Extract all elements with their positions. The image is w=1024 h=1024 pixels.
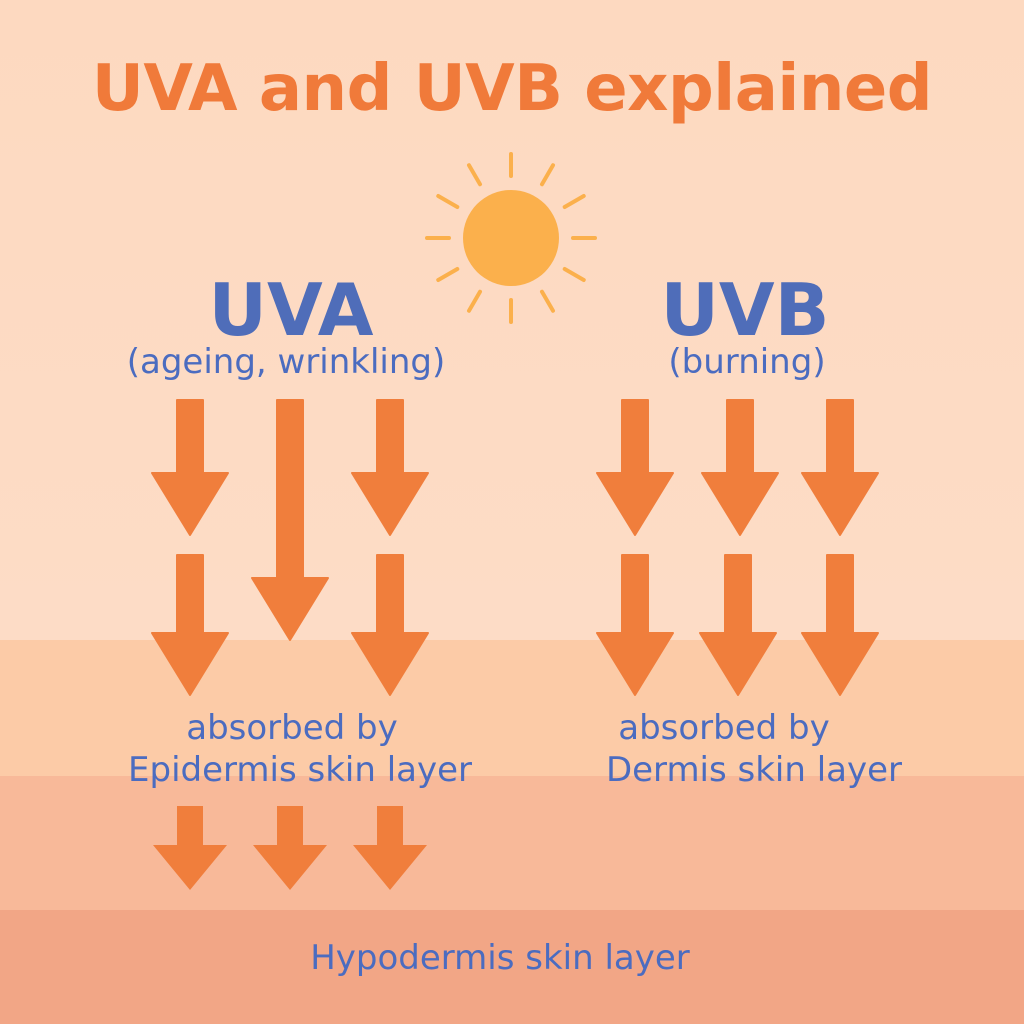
sun-ray (562, 194, 586, 209)
sun-ray (467, 289, 482, 313)
uvb-absorbed-line1: absorbed by (618, 708, 830, 748)
uva-arrow-icon (151, 399, 229, 536)
uvb-arrow-icon (801, 554, 879, 696)
uvb-heading: UVB (660, 268, 830, 352)
uva-deep-arrow-icon (153, 806, 227, 890)
uvb-arrow-icon (801, 399, 879, 536)
hypodermis-layer (0, 910, 1024, 1024)
uvb-arrow-icon (699, 554, 777, 696)
uvb-subtitle: (burning) (668, 342, 826, 382)
uva-absorbed-line1: absorbed by (186, 708, 398, 748)
uva-heading: UVA (208, 268, 374, 352)
sun-disc (463, 190, 559, 286)
dermis-layer (0, 776, 1024, 910)
sun-ray (467, 163, 482, 187)
uva-arrow-icon (151, 554, 229, 696)
sun-ray (540, 163, 555, 187)
sun-ray (540, 289, 555, 313)
sun-ray (562, 267, 586, 282)
arrows (151, 399, 879, 890)
uvb-arrow-icon (596, 554, 674, 696)
sun-ray (436, 194, 460, 209)
uva-deep-arrow-icon (353, 806, 427, 890)
uva-absorbed-line2: Epidermis skin layer (128, 750, 472, 790)
page-title: UVA and UVB explained (91, 52, 933, 126)
uva-subtitle: (ageing, wrinkling) (126, 342, 446, 382)
uva-deep-arrow-icon (253, 806, 327, 890)
uvb-arrow-icon (596, 399, 674, 536)
uvb-absorbed-line2: Dermis skin layer (605, 750, 903, 790)
sun-ray (436, 267, 460, 282)
uvb-arrow-icon (701, 399, 779, 536)
sun-icon (425, 152, 597, 324)
hypodermis-label: Hypodermis skin layer (310, 938, 690, 978)
uva-arrow-icon (351, 399, 429, 536)
uva-arrow-icon (251, 399, 329, 641)
uva-arrow-icon (351, 554, 429, 696)
